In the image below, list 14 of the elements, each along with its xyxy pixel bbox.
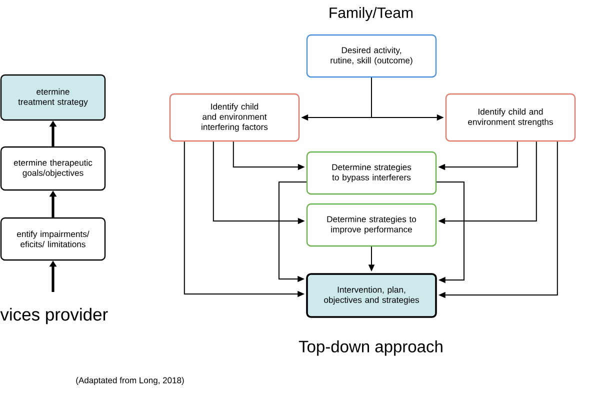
heading-text: vices provider xyxy=(0,308,108,324)
process-box: entify impairments/ eficits/ limitations xyxy=(0,217,106,261)
process-box: etermine therapeutic goals/objectives xyxy=(0,146,106,191)
process-box: Desired activity, rutine, skill (outcome) xyxy=(306,34,437,78)
process-box: Identify child and environment interfering factors xyxy=(169,93,300,142)
heading-text: (Adaptated from Long, 2018) xyxy=(76,377,184,385)
process-box: Intervention, plan, objectives and strategies xyxy=(306,273,437,318)
process-box: Determine strategies to improve performance xyxy=(306,203,437,247)
heading-text: Family/Team xyxy=(330,7,413,21)
arrow xyxy=(436,182,464,284)
process-box: Identify child and environment strengths xyxy=(445,93,576,142)
process-box: Determine strategies to bypass interferers xyxy=(306,151,437,195)
process-box: etermine treatment strategy xyxy=(0,74,106,121)
heading-text: Top-down approach xyxy=(298,340,442,356)
